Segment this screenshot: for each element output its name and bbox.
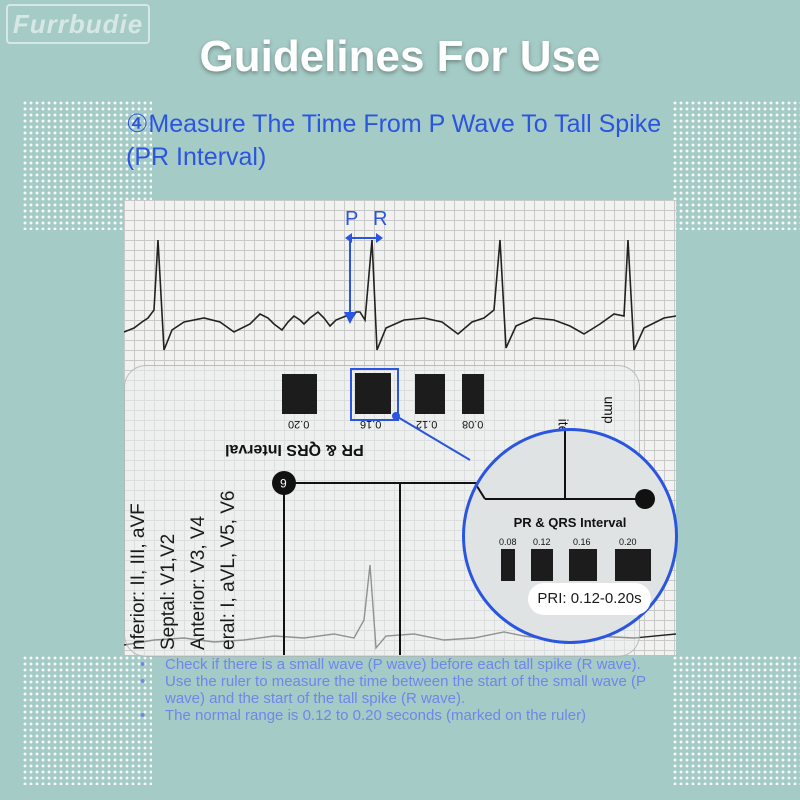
pr-arrows bbox=[344, 233, 383, 324]
bullet-icon: • bbox=[140, 673, 146, 690]
list-item: • Check if there is a small wave (P wave)… bbox=[138, 656, 678, 673]
instruction-text: The normal range is 0.12 to 0.20 seconds… bbox=[165, 707, 587, 724]
r-wave-label: R bbox=[373, 208, 388, 230]
magnifier-mark-label: 0.20 bbox=[619, 537, 637, 547]
ruler-mark-box bbox=[462, 374, 484, 414]
magnifier-mark-label: 0.16 bbox=[573, 537, 591, 547]
lead-label-septal: Septal: V1,V2 bbox=[158, 533, 179, 650]
lead-label-anterior: Anterior: V3, V4 bbox=[188, 515, 209, 650]
bullet-icon: • bbox=[140, 656, 146, 673]
dot-pattern bbox=[672, 655, 800, 785]
magnifier-heading: PR & QRS Interval bbox=[513, 515, 627, 530]
bullet-icon: • bbox=[140, 707, 146, 724]
magnifier-mark-box bbox=[615, 549, 651, 581]
magnifier-mark-label: 0.12 bbox=[533, 537, 551, 547]
pr-highlight-box bbox=[350, 368, 399, 421]
dot-pattern bbox=[672, 100, 800, 230]
ruler-mark-box bbox=[282, 374, 317, 414]
ruler-mark-box bbox=[355, 373, 391, 414]
ruler-circle-label: 6 bbox=[280, 476, 287, 490]
instruction-text: Use the ruler to measure the time betwee… bbox=[165, 673, 646, 707]
lead-label-inferior: nferior: II, III, aVF bbox=[128, 503, 149, 650]
magnifier-connector bbox=[392, 412, 471, 461]
magnifier-lines bbox=[474, 431, 655, 509]
dot-pattern bbox=[22, 655, 152, 785]
pri-range-badge: PRI: 0.12-0.20s bbox=[528, 583, 651, 615]
magnifier-mark-box bbox=[501, 549, 515, 581]
list-item: • The normal range is 0.12 to 0.20 second… bbox=[138, 707, 678, 724]
p-wave-label: P bbox=[345, 208, 359, 230]
brand-logo: Furrbudie bbox=[6, 4, 150, 44]
magnifier-mark-label: 0.08 bbox=[499, 537, 517, 547]
lead-label-lateral: eral: I, aVL, V5, V6 bbox=[218, 490, 239, 650]
instruction-list: • Check if there is a small wave (P wave)… bbox=[138, 656, 678, 724]
ruler-mark-box bbox=[415, 374, 445, 414]
magnifier-mark-box bbox=[531, 549, 553, 581]
step-title: ④Measure The Time From P Wave To Tall Sp… bbox=[126, 110, 662, 171]
page-title: Guidelines For Use bbox=[199, 32, 601, 81]
magnifier-mark-box bbox=[569, 549, 597, 581]
list-item: • Use the ruler to measure the time betwe… bbox=[138, 673, 678, 707]
instruction-text: Check if there is a small wave (P wave) … bbox=[165, 656, 641, 673]
